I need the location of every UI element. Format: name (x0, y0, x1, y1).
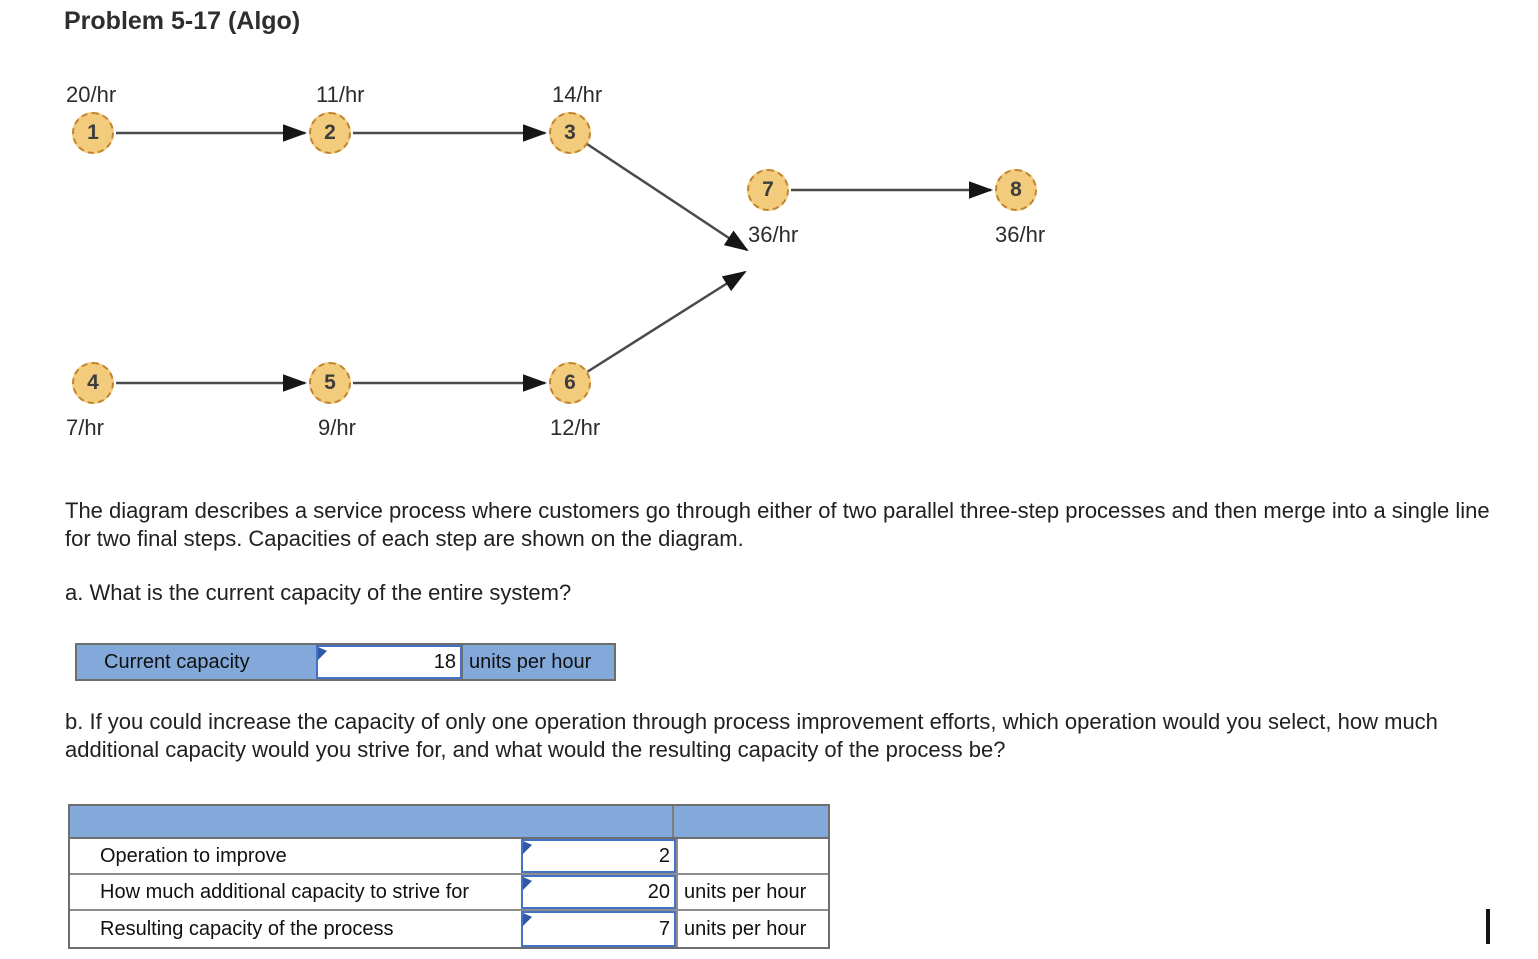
process-node-2: 2 (309, 112, 351, 154)
answer-table-a: Current capacity units per hour (75, 643, 616, 681)
node-7-rate-label: 36/hr (748, 222, 799, 247)
current-capacity-unit: units per hour (462, 645, 614, 679)
edge-3-to-merge (586, 142, 749, 252)
operation-to-improve-unit (676, 839, 828, 873)
problem-description: The diagram describes a service process … (65, 498, 1490, 551)
resulting-capacity-label: Resulting capacity of the process (70, 911, 521, 947)
page-title: Problem 5-17 (Algo) (64, 7, 301, 35)
node-2-rate-label: 11/hr (316, 82, 365, 107)
input-flag-icon (523, 877, 532, 890)
table-row: How much additional capacity to strive f… (70, 875, 828, 911)
additional-capacity-input-cell (521, 875, 676, 909)
input-flag-icon (318, 647, 327, 660)
resulting-capacity-input[interactable] (523, 913, 674, 945)
process-node-5: 5 (309, 362, 351, 404)
node-1-rate-label: 20/hr (66, 82, 117, 107)
node-6-rate-label: 12/hr (550, 415, 601, 440)
resulting-capacity-unit: units per hour (676, 911, 828, 947)
current-capacity-input-cell (316, 645, 462, 679)
resulting-capacity-input-cell (521, 911, 676, 947)
diagram-edges (116, 124, 993, 392)
current-capacity-label: Current capacity (104, 650, 250, 673)
node-8-rate-label: 36/hr (995, 222, 1046, 247)
header-cell-main (70, 806, 674, 837)
node-4-rate-label: 7/hr (66, 415, 104, 440)
header-cell-units (674, 806, 828, 837)
table-row: Operation to improve (70, 839, 828, 875)
edge-6-to-merge (586, 270, 747, 374)
table-row: Resulting capacity of the process units … (70, 911, 828, 947)
process-node-8: 8 (995, 169, 1037, 211)
operation-to-improve-input-cell (521, 839, 676, 873)
operation-to-improve-input[interactable] (523, 841, 674, 871)
input-flag-icon (523, 841, 532, 854)
text-cursor (1486, 909, 1490, 944)
node-3-rate-label: 14/hr (552, 82, 603, 107)
answer-table-b-header (70, 806, 828, 839)
additional-capacity-unit: units per hour (676, 875, 828, 909)
process-flow-diagram: 1 20/hr 2 11/hr 3 14/hr 7 36/hr 8 36/hr 4 7/hr 5 9/hr… (0, 60, 1100, 470)
question-a-prompt: a. What is the current capacity of the e… (65, 580, 572, 605)
process-node-7: 7 (747, 169, 789, 211)
answer-table-b: Operation to improve How much additional… (68, 804, 830, 949)
additional-capacity-input[interactable] (523, 877, 674, 907)
operation-to-improve-label: Operation to improve (70, 839, 521, 873)
additional-capacity-label: How much additional capacity to strive f… (70, 875, 521, 909)
input-flag-icon (523, 913, 532, 926)
question-b-prompt: b. If you could increase the capacity of… (65, 709, 1438, 762)
process-node-4: 4 (72, 362, 114, 404)
process-node-6: 6 (549, 362, 591, 404)
current-capacity-input[interactable] (318, 647, 460, 677)
process-node-3: 3 (549, 112, 591, 154)
process-node-1: 1 (72, 112, 114, 154)
node-5-rate-label: 9/hr (318, 415, 356, 440)
